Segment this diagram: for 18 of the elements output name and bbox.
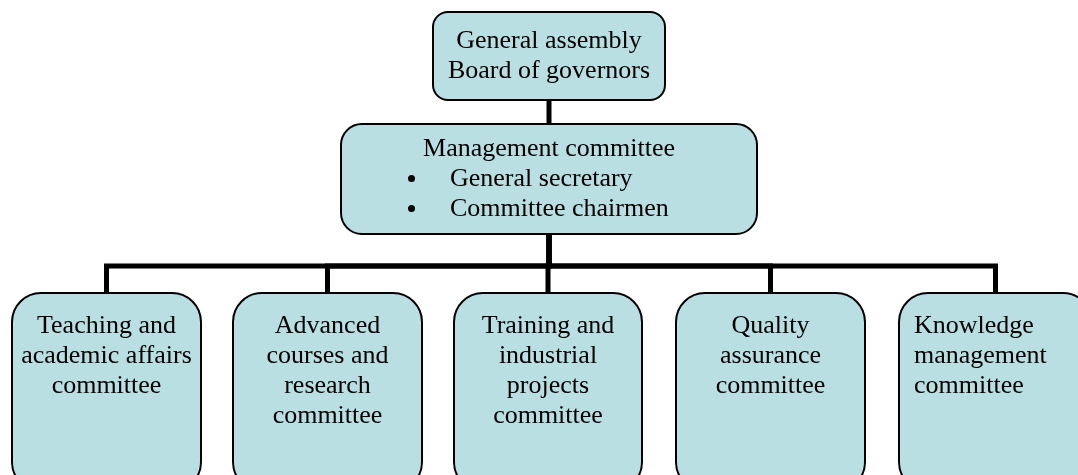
- committee-box: [232, 292, 423, 475]
- committee-box: [432, 11, 666, 101]
- box-label: General assembly Board of governors: [446, 25, 652, 85]
- committee-box: [11, 292, 202, 475]
- box-label: Knowledge management committee: [914, 310, 1048, 400]
- box-label: Advanced courses and research committee: [265, 310, 390, 430]
- committee-box: [340, 123, 758, 235]
- box-label: Quality assurance committee: [714, 310, 827, 400]
- box-label: Training and industrial projects committee: [480, 310, 616, 430]
- connector-line: [546, 101, 552, 123]
- committee-box: [898, 292, 1078, 475]
- bullet-item: Committee chairmen: [350, 193, 748, 223]
- committee-box: [675, 292, 866, 475]
- committee-box: [453, 292, 643, 475]
- box-label: Management committee: [423, 133, 675, 163]
- bullet-item: General secretary: [350, 163, 748, 193]
- connector-line: [546, 235, 998, 292]
- box-label: Teaching and academic affairs committee: [20, 310, 193, 400]
